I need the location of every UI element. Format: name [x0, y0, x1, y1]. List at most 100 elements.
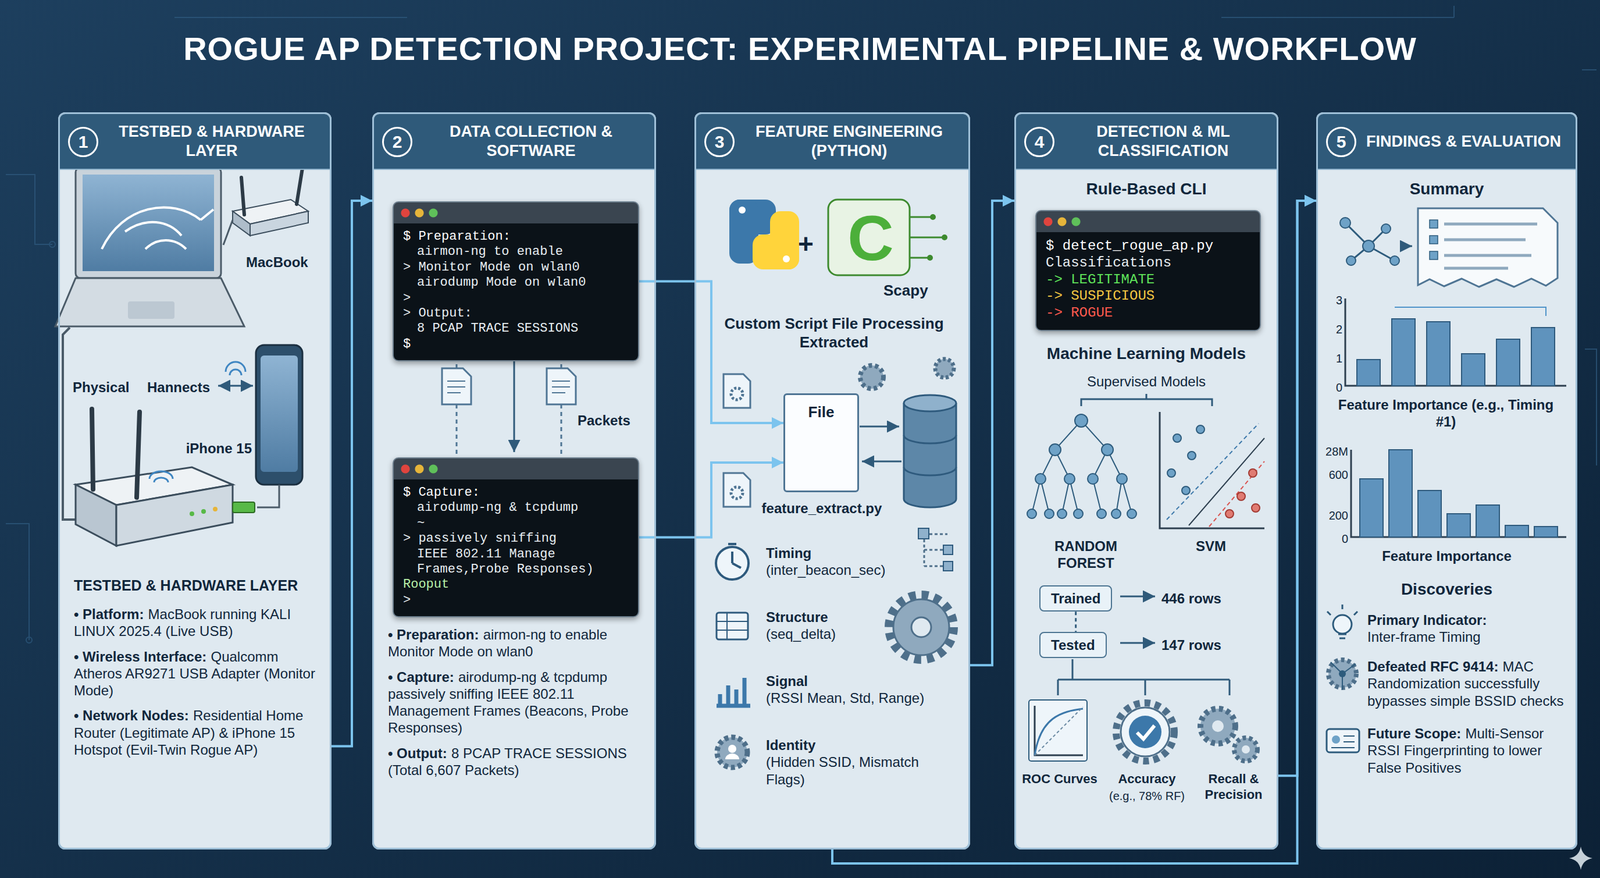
label-text: TESTBED & HARDWARE LAYER	[73, 576, 298, 594]
text-line: $ Capture:	[403, 485, 629, 501]
text-line: 3	[714, 131, 725, 153]
item-heading: • Platform:	[73, 606, 144, 622]
text-line: >	[403, 290, 629, 306]
label-text: Discoveries	[1401, 579, 1493, 598]
text-line: • Wireless Interface:Qualcomm Atheros AR…	[73, 647, 324, 700]
text-line: RANDOM FOREST	[1042, 537, 1130, 572]
label-text: Recall & Precision	[1204, 771, 1263, 802]
text-line: Hannects	[147, 378, 210, 396]
text-block: Hannects	[147, 378, 210, 396]
label-text: > Monitor Mode on wlan0	[403, 259, 580, 275]
item-heading: • Preparation:	[387, 626, 479, 643]
label-text: Frames,Probe Responses)	[417, 561, 594, 577]
label-text: Inter-frame Timing	[1367, 628, 1481, 645]
text-block: Recall & Precision	[1190, 771, 1277, 803]
step-number: 3	[704, 126, 735, 158]
label-text: -> LEGITIMATE	[1045, 271, 1155, 288]
dashed-link	[1074, 611, 1077, 632]
text-line: > Monitor Mode on wlan0	[403, 259, 629, 276]
hardware-illustration	[55, 167, 309, 546]
text-block: Accuracy	[1103, 771, 1191, 787]
text-line: airodump-ng & tcpdump	[417, 500, 629, 516]
text-block: iPhone 15	[170, 439, 252, 457]
text-block: 200	[1317, 508, 1349, 523]
text-line: 2	[392, 131, 403, 153]
label-text: Rooput	[403, 576, 450, 592]
label-text: 0	[1335, 380, 1343, 394]
findings-illustration	[1326, 208, 1567, 753]
stage-panel: 5FINDINGS & EVALUATIONSummary3210Feature…	[1316, 112, 1578, 850]
label-text: Accuracy	[1117, 771, 1176, 786]
label-text: 5	[1336, 132, 1347, 152]
label-text: Trained	[1050, 590, 1101, 607]
text-block: Rule-Based CLI	[1016, 179, 1277, 199]
item-heading: • Network Nodes:	[73, 707, 190, 723]
terminal-line: airodump-ng & tcpdump	[403, 500, 629, 516]
text-line: -> SUSPICIOUS	[1045, 287, 1251, 305]
text-block: • Preparation:airmon-ng to enable Monito…	[387, 625, 644, 779]
label-text: ROC Curves	[1021, 771, 1098, 786]
text-line: • Platform:MacBook running KALI LINUX 20…	[73, 605, 324, 640]
text-line: (inter_beacon_sec)	[765, 561, 958, 579]
text-line: >	[403, 592, 629, 608]
terminal-line: $ detect_rogue_ap.py	[1045, 237, 1251, 255]
file-icon: Filefeature_extract.py	[783, 393, 860, 493]
label-text: Feature Importance	[1381, 547, 1512, 564]
text-line: 0	[1317, 531, 1349, 546]
flow-arrow	[639, 462, 784, 538]
label-text: 28M	[1325, 444, 1349, 458]
text-line: Recall & Precision	[1190, 771, 1277, 803]
label-text: Classifications	[1045, 254, 1172, 271]
label-text: MacBook	[246, 254, 309, 270]
label-text: File	[808, 403, 835, 421]
terminal-line: IEEE 802.11 Manage	[403, 546, 629, 562]
text-line: TESTBED & HARDWARE LAYER	[73, 576, 324, 595]
text-block: Primary Indicator:Inter-frame Timing	[1367, 611, 1571, 646]
text-line: 4	[1034, 131, 1045, 153]
step-number: 2	[382, 126, 413, 158]
panel-header: TESTBED & HARDWARE LAYER	[59, 113, 330, 170]
label-text: airmon-ng to enable	[417, 244, 563, 259]
terminal-line: >	[403, 290, 629, 306]
step-number: 4	[1024, 126, 1055, 158]
terminal-line: Frames,Probe Responses)	[403, 561, 629, 577]
text-block: 5	[1336, 131, 1347, 153]
text-line: Supervised Models	[1016, 372, 1277, 390]
text-block: TESTBED & HARDWARE LAYER	[73, 576, 324, 595]
panel-header: DATA COLLECTION & SOFTWARE	[373, 113, 655, 170]
label-text: 3	[1335, 293, 1343, 307]
label-text: Tested	[1050, 636, 1096, 653]
text-line: Trained	[1050, 589, 1101, 607]
text-line: 0	[1323, 380, 1343, 395]
text-line: Tested	[1050, 636, 1096, 654]
text-line: Feature Importance (e.g., Timing #1)	[1329, 396, 1563, 431]
text-line: ~	[417, 515, 629, 532]
text-line: 1	[78, 131, 89, 153]
terminal-line: -> SUSPICIOUS	[1045, 287, 1251, 305]
step-number: 5	[1326, 126, 1357, 158]
terminal-line: > passively sniffing	[403, 531, 629, 547]
text-line: > passively sniffing	[403, 531, 629, 547]
text-line: Discoveries	[1317, 579, 1576, 600]
text-block: 2	[1323, 322, 1343, 337]
terminal-line: -> LEGITIMATE	[1045, 271, 1251, 289]
text-line: 147 rows	[1161, 636, 1222, 654]
label-text: 2	[1335, 322, 1343, 336]
label-text: > passively sniffing	[403, 531, 557, 546]
text-line: airodump Mode on wlan0	[417, 275, 629, 291]
terminal-line: $ Preparation:	[403, 229, 629, 245]
text-line: Defeated RFC 9414:MAC Randomization succ…	[1367, 657, 1571, 709]
text-block: RANDOM FOREST	[1042, 537, 1130, 572]
text-line: 2	[1323, 322, 1343, 337]
text-line: (seq_delta)	[765, 625, 883, 643]
label-text: Custom Script File Processing Extracted	[724, 314, 944, 351]
label-text: +	[797, 228, 814, 259]
text-line: • Output:8 PCAP TRACE SESSIONS (Total 6,…	[387, 744, 644, 779]
text-block: Custom Script File Processing Extracted	[719, 314, 949, 352]
terminal-line: Classifications	[1045, 254, 1251, 272]
text-line: 8 PCAP TRACE SESSIONS	[417, 321, 629, 337]
item-heading: Timing	[765, 544, 812, 561]
text-block: feature_extract.py	[749, 499, 895, 517]
text-line: Primary Indicator:	[1367, 611, 1571, 629]
capture-illustration	[442, 356, 576, 455]
